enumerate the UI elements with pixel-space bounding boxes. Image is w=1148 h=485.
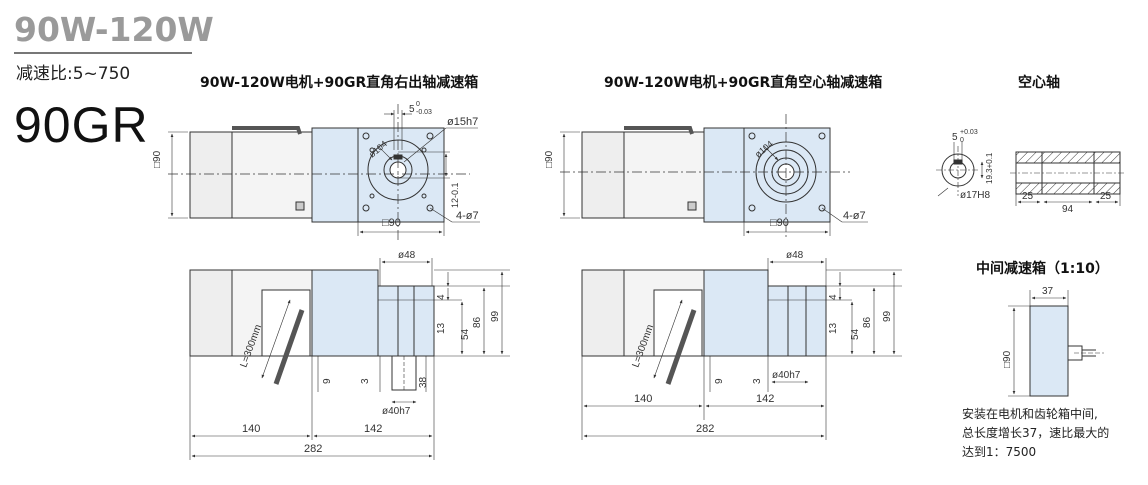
v1s-len142-label: 142 [364,423,382,435]
v2s-len140-label: 140 [634,393,652,405]
v1s-pilot-label: ø48 [398,250,416,261]
reduction-ratio: 减速比:5~750 [16,64,131,84]
v2s-boss-label: ø40h7 [772,370,801,381]
v1-key-tol-bot: -0.03 [416,109,432,116]
motor-end-cap [189,131,233,219]
v1s-d86-label: 86 [472,316,483,328]
v1s-d54-label: 54 [460,328,471,340]
v1-key-depth-label: 12-0.1 [450,182,460,208]
v2s-d86-label: 86 [862,316,873,328]
hollow-shaft-title: 90W-120W电机+90GR直角空心轴减速箱 [604,75,883,91]
v2s-d54-label: 54 [850,328,861,340]
v2s-d9-label: 9 [714,378,725,384]
v1s-len140-label: 140 [242,423,260,435]
gearbox-side-body [377,285,435,357]
hollow-shaft-side-view [581,258,902,440]
motor-end-cap-side [189,269,233,357]
v2-side90-label: □90 [544,150,555,168]
v1-side90-label: □90 [152,150,163,168]
hs-l2-label: 94 [1062,204,1074,215]
intermediate-note-2: 总长度增长37，速比最大的 [962,426,1110,440]
hollow-shaft-detail [936,142,1126,206]
right-shaft-side-view [189,258,510,460]
v2s-d99-label: 99 [882,310,893,322]
model-code: 90GR [14,97,149,153]
v1s-d99-label: 99 [490,310,501,322]
v1-key-width-label: 5 [409,104,415,115]
hs-l1-label: 25 [1022,191,1034,202]
hs-bore-label: ø17H8 [960,190,990,201]
v1s-d9-label: 9 [322,378,333,384]
v1s-boss-label: ø40h7 [382,406,411,417]
v1s-d4-label: 4 [436,294,447,300]
right-shaft-title: 90W-120W电机+90GR直角右出轴减速箱 [200,75,479,91]
hollow-detail-title: 空心轴 [1018,75,1060,91]
v2s-d4-label: 4 [828,294,839,300]
v1s-len282-label: 282 [304,443,322,455]
intermediate-note-1: 安装在电机和齿轮箱中间, [962,407,1098,421]
v2s-d3-label: 3 [752,378,763,384]
gearbox-adapter [311,127,359,223]
v1-holes-label: 4-ø7 [456,210,479,222]
intermediate-note-3: 达到1：7500 [962,445,1037,459]
v2-holes-label: 4-ø7 [843,210,866,222]
v1s-d3-label: 3 [360,378,371,384]
v2s-len142-label: 142 [756,393,774,405]
hollow-shaft-front-view [560,114,868,240]
gearbox-side-adapter [311,269,379,357]
int-sq-label: □90 [1002,350,1013,368]
right-shaft-front-view [168,104,480,240]
output-shaft [391,355,417,391]
v1-sq90-label: □90 [382,217,401,229]
hs-depth-label: 19.3+0.1 [985,152,994,184]
v1s-d13-label: 13 [436,322,447,334]
v2s-d13-label: 13 [828,322,839,334]
intermediate-title: 中间减速箱（1:10） [976,261,1109,277]
v2s-pilot-label: ø48 [786,250,804,261]
intermediate-gearbox [1008,290,1104,397]
hs-key-tol-bot: 0 [960,137,964,144]
v2-sq90-label: □90 [770,217,789,229]
series-title: 90W-120W [14,10,214,49]
series-underline [14,52,192,54]
hs-key-tol-top: +0.03 [960,129,978,136]
int-len-label: 37 [1042,286,1054,297]
v1s-d38-label: 38 [418,376,429,388]
v2s-len282-label: 282 [696,423,714,435]
v1-shaft-dia-label: ø15h7 [447,116,478,128]
v1-key-tol-top: 0 [416,101,420,108]
hs-key-label: 5 [952,132,958,143]
motor-cable [232,126,302,135]
hs-l3-label: 25 [1100,191,1112,202]
